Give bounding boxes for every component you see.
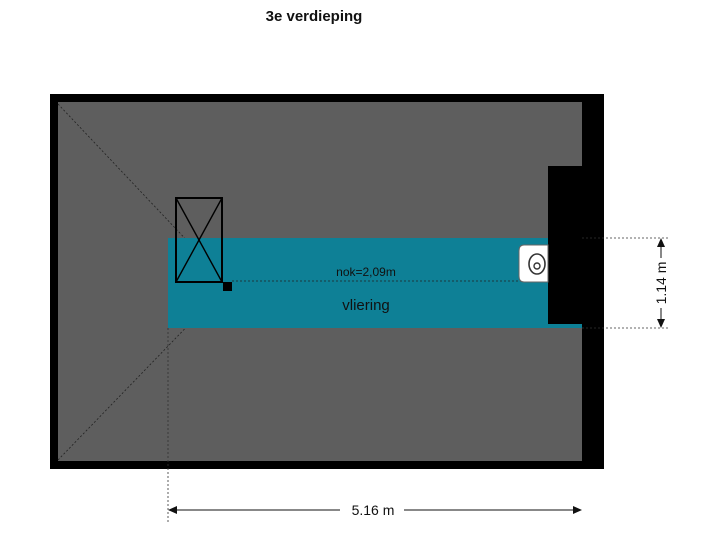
height-dimension-label: 1.14 m xyxy=(653,262,669,305)
height-dimension xyxy=(582,237,668,329)
water-heater-icon xyxy=(518,244,549,283)
chimney-block xyxy=(548,166,582,324)
roof-slope-lines xyxy=(57,103,229,461)
vliering-area xyxy=(168,238,582,328)
ridge-label: nok=2,09m xyxy=(336,265,396,279)
floor-title: 3e verdieping xyxy=(266,8,363,25)
width-dimension-label: 5.16 m xyxy=(352,502,395,518)
width-dimension xyxy=(167,328,582,522)
roof-hatch-icon xyxy=(175,197,223,283)
ridge-marker-icon xyxy=(223,282,232,291)
room-label: vliering xyxy=(342,297,390,314)
